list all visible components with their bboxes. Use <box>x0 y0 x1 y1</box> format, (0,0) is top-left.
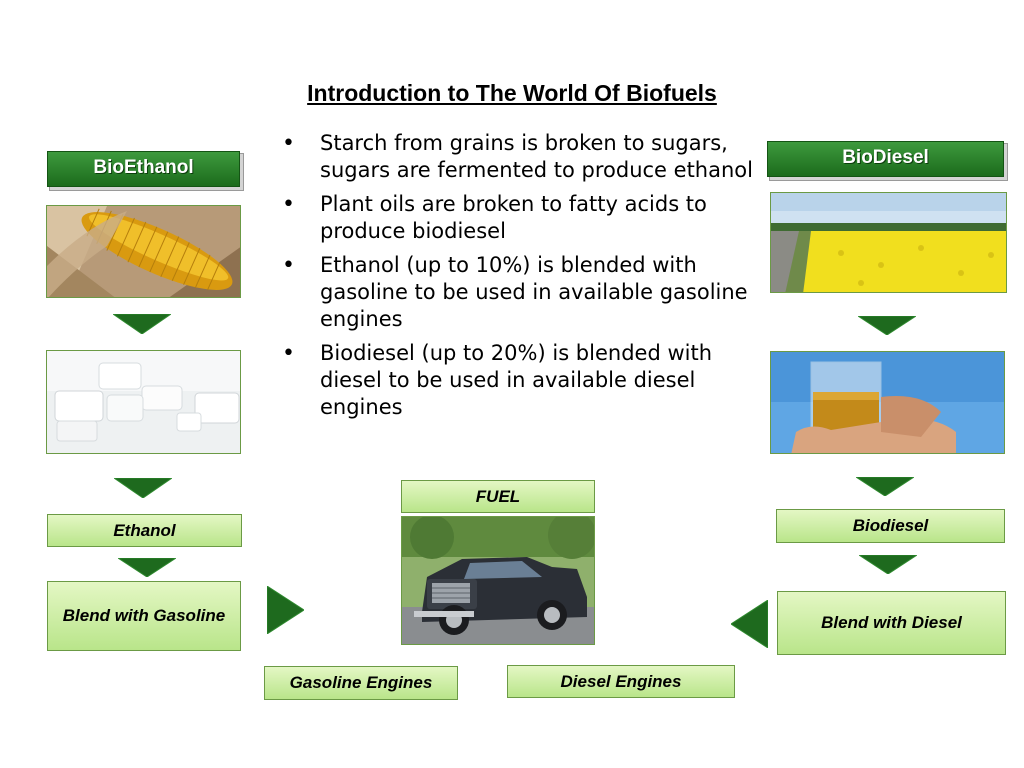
down-arrow-icon <box>114 478 172 498</box>
biodiesel-beaker-image <box>770 351 1005 454</box>
down-arrow-icon <box>858 316 916 335</box>
bullet-item: Ethanol (up to 10%) is blended with gaso… <box>282 252 762 333</box>
down-arrow-icon <box>118 558 176 577</box>
right-arrow-icon <box>267 586 304 634</box>
biodiesel-label: Biodiesel <box>776 509 1005 543</box>
diesel-engines-label: Diesel Engines <box>507 665 735 698</box>
biodiesel-header: BioDiesel <box>767 141 1004 177</box>
down-arrow-icon <box>856 477 914 496</box>
bullet-item: Starch from grains is broken to sugars, … <box>282 130 762 184</box>
fuel-label: FUEL <box>401 480 595 513</box>
gasoline-engines-label: Gasoline Engines <box>264 666 458 700</box>
ethanol-label: Ethanol <box>47 514 242 547</box>
bullet-item: Plant oils are broken to fatty acids to … <box>282 191 762 245</box>
left-arrow-icon <box>731 600 768 648</box>
rapeseed-field-image <box>770 192 1007 293</box>
bullet-list: Starch from grains is broken to sugars, … <box>282 130 762 428</box>
pickup-truck-image <box>401 516 595 645</box>
blend-with-gasoline-label: Blend with Gasoline <box>47 581 241 651</box>
bioethanol-header: BioEthanol <box>47 151 240 187</box>
down-arrow-icon <box>859 555 917 574</box>
sugar-cubes-image <box>46 350 241 454</box>
down-arrow-icon <box>113 314 171 334</box>
bullet-item: Biodiesel (up to 20%) is blended with di… <box>282 340 762 421</box>
page-title: Introduction to The World Of Biofuels <box>307 80 717 106</box>
corn-image <box>46 205 241 298</box>
blend-with-diesel-label: Blend with Diesel <box>777 591 1006 655</box>
